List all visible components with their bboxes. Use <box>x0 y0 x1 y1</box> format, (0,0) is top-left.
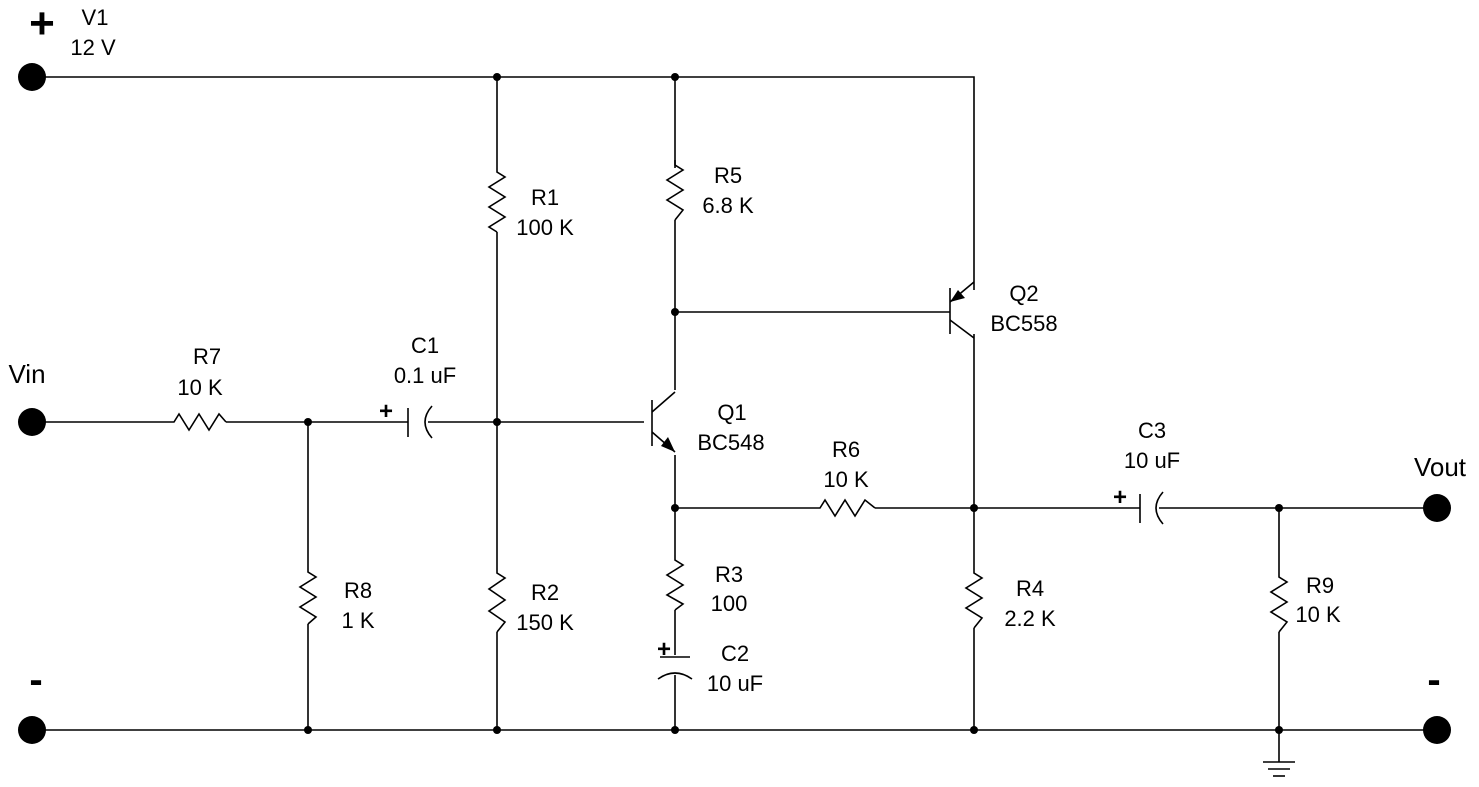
r1-name: R1 <box>531 185 559 210</box>
r3-value: 100 <box>711 591 748 616</box>
r9-name: R9 <box>1306 573 1334 598</box>
r9-value: 10 K <box>1295 602 1341 627</box>
resistor-r1 <box>487 168 507 233</box>
supply-rail <box>32 76 975 290</box>
input-label: Vin <box>8 359 45 389</box>
c1-polarity: + <box>379 398 393 425</box>
c3-name: C3 <box>1138 418 1166 443</box>
c3-polarity: + <box>1113 484 1127 511</box>
capacitor-c1 <box>407 405 433 439</box>
r4-name: R4 <box>1016 576 1044 601</box>
supply-value: 12 V <box>70 35 116 60</box>
supply-positive-terminal <box>18 63 46 91</box>
c2-value: 10 uF <box>707 671 763 696</box>
resistor-r3 <box>665 555 685 611</box>
r2-value: 150 K <box>516 610 574 635</box>
ground-icon <box>1263 761 1295 777</box>
output-wiring <box>1159 507 1437 762</box>
q1-value: BC548 <box>697 430 764 455</box>
c2-name: C2 <box>721 641 749 666</box>
q1-name: Q1 <box>717 400 746 425</box>
transistor-q2 <box>949 281 975 339</box>
r5-value: 6.8 K <box>702 193 754 218</box>
c2-polarity: + <box>657 636 671 663</box>
resistor-r2 <box>487 568 507 633</box>
c1-name: C1 <box>411 333 439 358</box>
r8-name: R8 <box>344 578 372 603</box>
r6-value: 10 K <box>823 467 869 492</box>
resistor-r7 <box>170 412 227 432</box>
transistor-q1 <box>651 391 676 453</box>
resistor-r9 <box>1269 572 1289 633</box>
r3-name: R3 <box>715 562 743 587</box>
r8-value: 1 K <box>341 608 374 633</box>
q2-value: BC558 <box>990 311 1057 336</box>
c3-value: 10 uF <box>1124 448 1180 473</box>
supply-plus-sign: + <box>29 0 55 48</box>
output-label: Vout <box>1414 452 1467 482</box>
c1-value: 0.1 uF <box>394 363 456 388</box>
capacitor-c2 <box>657 656 693 680</box>
ground-left-terminal <box>18 716 46 744</box>
ground-right-minus: - <box>1427 658 1440 702</box>
input-terminal <box>18 408 46 436</box>
supply-name: V1 <box>82 5 109 30</box>
r5-name: R5 <box>714 163 742 188</box>
resistor-r6 <box>815 498 876 518</box>
input-wiring <box>32 232 644 730</box>
capacitor-c3 <box>1139 491 1164 525</box>
resistor-r4 <box>964 568 984 629</box>
output-terminal <box>1423 494 1451 522</box>
ground-left-minus: - <box>29 658 42 702</box>
resistor-r8 <box>298 568 318 625</box>
r6-name: R6 <box>832 437 860 462</box>
r7-value: 10 K <box>177 375 223 400</box>
junction-dots <box>304 73 1283 734</box>
r2-name: R2 <box>531 580 559 605</box>
r1-value: 100 K <box>516 215 574 240</box>
r4-value: 2.2 K <box>1004 606 1056 631</box>
stage-wiring <box>674 220 1140 730</box>
resistor-r5 <box>665 160 685 221</box>
q2-name: Q2 <box>1009 281 1038 306</box>
r7-name: R7 <box>193 344 221 369</box>
ground-right-terminal <box>1423 716 1451 744</box>
